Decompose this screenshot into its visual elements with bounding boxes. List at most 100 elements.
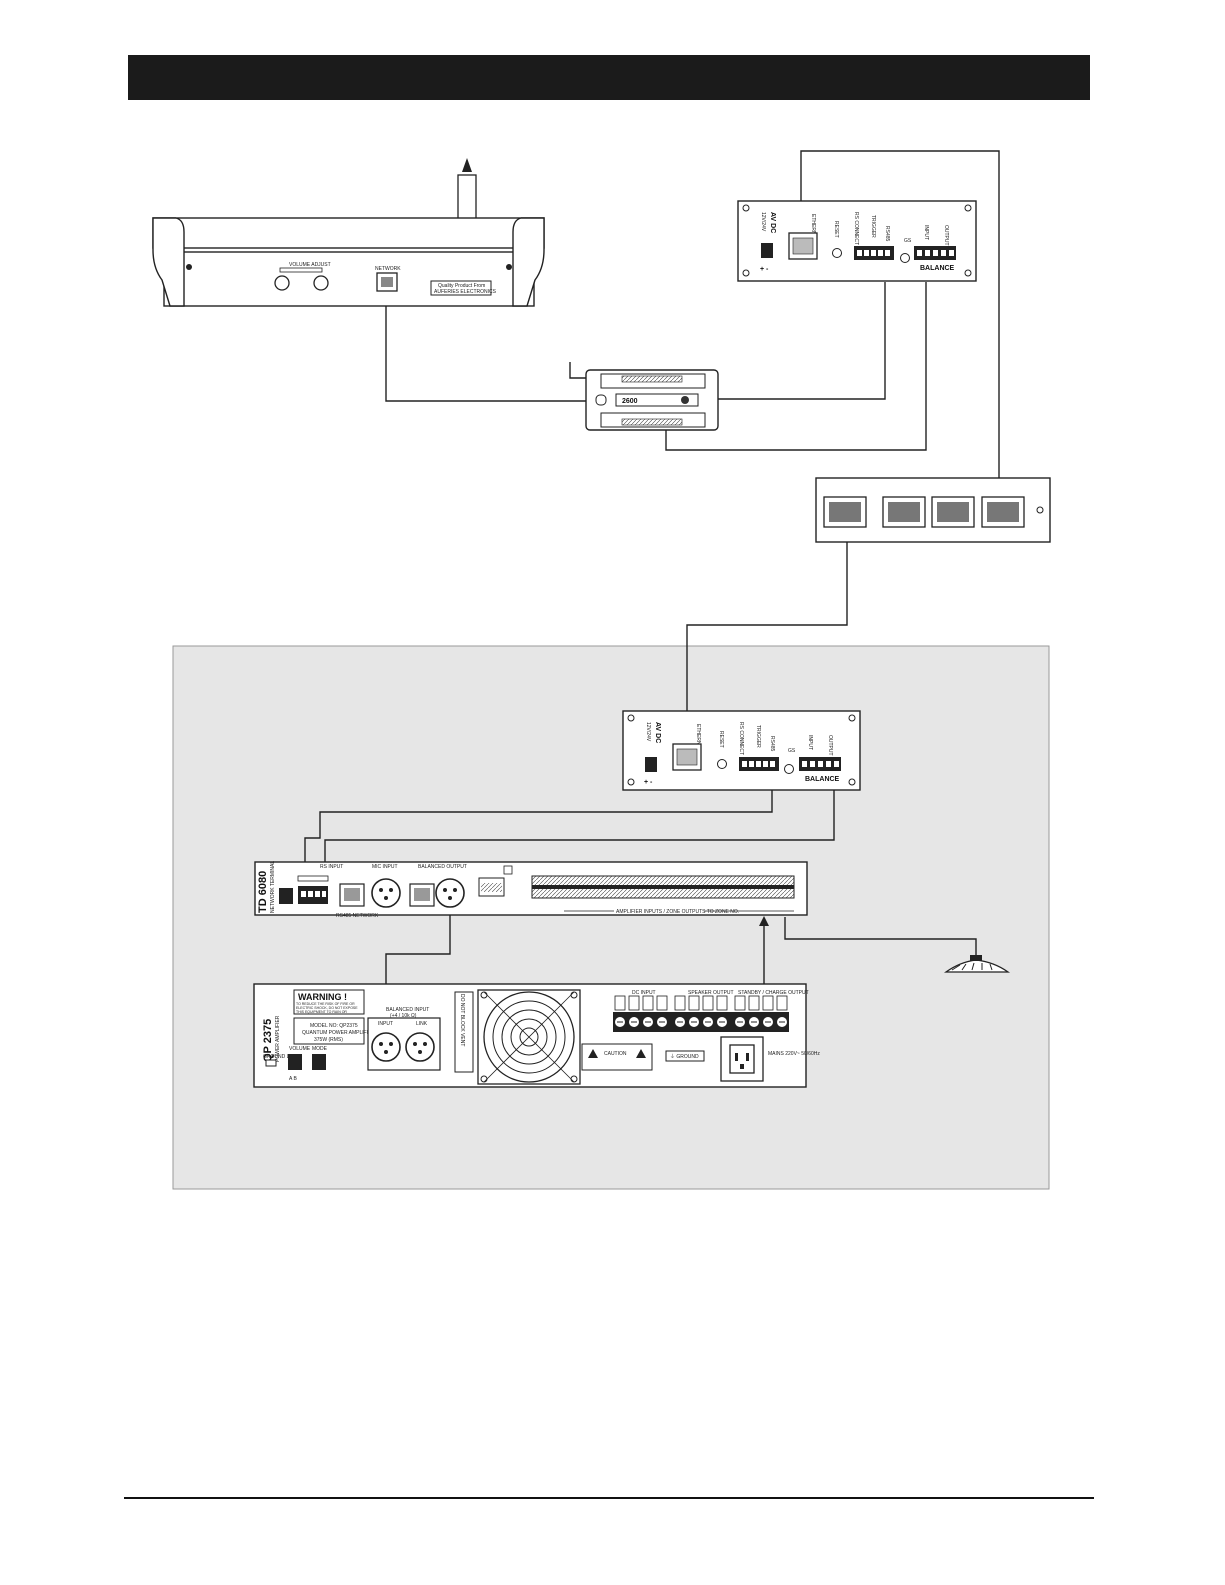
- interface-module: 2600: [585, 369, 719, 431]
- svg-text:RS CONNECT: RS CONNECT: [738, 722, 744, 755]
- svg-text:BALANCED INPUT: BALANCED INPUT: [386, 1007, 429, 1013]
- cable-interface-to-switch: [800, 150, 1000, 478]
- cable-switch-to-rack-interface: [686, 542, 848, 738]
- svg-text:CAUTION: CAUTION: [604, 1051, 627, 1057]
- amp-link-xlr: [405, 1032, 435, 1062]
- svg-text:VOLUME: VOLUME: [289, 1046, 311, 1052]
- network-interface-top: AV DC 12V/24V + - ETHERNET RESET RS CONN…: [737, 200, 977, 282]
- switch-port: [931, 496, 975, 528]
- svg-text:GROUND LIFT: GROUND LIFT: [263, 1054, 297, 1060]
- rack-zone: [172, 645, 1050, 1190]
- svg-text:MODEL NO: QP2375: MODEL NO: QP2375: [310, 1023, 358, 1029]
- warning-label: [293, 989, 365, 1015]
- console-volume-label: VOLUME ADJUST: [289, 262, 331, 268]
- svg-text:⏚ GROUND: ⏚ GROUND: [670, 1053, 699, 1060]
- cable-trigger-to-module: [718, 282, 886, 400]
- svg-text:+ -: + -: [644, 779, 653, 786]
- svg-text:RS CONNECT: RS CONNECT: [853, 212, 859, 245]
- reset-button: [717, 759, 727, 769]
- svg-text:INPUT: INPUT: [378, 1021, 393, 1027]
- svg-text:Quality Product From: Quality Product From: [438, 283, 485, 289]
- svg-text:MODE: MODE: [312, 1046, 328, 1052]
- amp-input-xlr: [371, 1032, 401, 1062]
- svg-text:+ -: + -: [760, 266, 769, 273]
- svg-text:BALANCE: BALANCE: [920, 265, 955, 272]
- ethernet-switch: [815, 477, 1051, 543]
- svg-text:INPUT: INPUT: [807, 735, 813, 750]
- network-interface-rack: AV DC 12V/24V + - ETHERNET RESET RS CONN…: [622, 710, 861, 791]
- svg-text:OUTPUT: OUTPUT: [943, 225, 949, 246]
- switch-port: [882, 496, 926, 528]
- cable-rack-trigger-to-mixer: [304, 780, 773, 876]
- console-network-label: NETWORK: [375, 266, 401, 272]
- svg-text:375W (RMS): 375W (RMS): [314, 1037, 343, 1043]
- svg-text:AMPLIFIER INPUTS / ZONE OUTPUT: AMPLIFIER INPUTS / ZONE OUTPUTS TO ZONE …: [616, 909, 739, 915]
- svg-text:12V/24V: 12V/24V: [645, 722, 651, 742]
- svg-text:TRIGGER: TRIGGER: [870, 215, 876, 238]
- svg-text:SPEAKER OUTPUT: SPEAKER OUTPUT: [688, 990, 734, 996]
- svg-text:BALANCE: BALANCE: [805, 776, 840, 783]
- svg-text:AUFERIES ELECTRONICS: AUFERIES ELECTRONICS: [434, 289, 497, 295]
- svg-text:RESET: RESET: [833, 221, 839, 238]
- terminal-model: TD 6080: [257, 871, 269, 913]
- svg-text:POWER AMPLIFIER: POWER AMPLIFIER: [275, 1015, 281, 1062]
- cables: [304, 150, 1000, 1018]
- switch-port: [981, 496, 1025, 528]
- cable-mixer-to-speaker: [784, 917, 977, 955]
- section-header-bar: [128, 55, 1090, 100]
- svg-text:NETWORK TERMINAL: NETWORK TERMINAL: [270, 861, 276, 913]
- power-terminal: [761, 243, 773, 258]
- svg-text:AV DC: AV DC: [769, 212, 776, 233]
- svg-text:A B: A B: [289, 1076, 297, 1082]
- svg-text:AV DC: AV DC: [654, 722, 661, 743]
- svg-text:TRIGGER: TRIGGER: [755, 725, 761, 748]
- svg-text:RS485: RS485: [769, 736, 775, 752]
- power-amplifier: QP 2375 POWER AMPLIFIER WARNING ! TO RED…: [253, 983, 820, 1088]
- svg-text:(+4 / 10k Ω): (+4 / 10k Ω): [390, 1013, 417, 1019]
- svg-text:ETHERNET: ETHERNET: [810, 214, 816, 241]
- console-volume-knob-2: [313, 275, 329, 291]
- network-terminal-unit: TD 6080 NETWORK TERMINAL RS INPUT RS485 …: [254, 861, 808, 919]
- svg-text:QUANTUM POWER AMPLIFIER: QUANTUM POWER AMPLIFIER: [302, 1030, 375, 1036]
- svg-text:12V/24V: 12V/24V: [760, 212, 766, 232]
- speaker-terminal-labels: [614, 995, 788, 1011]
- cable-console-to-module: [385, 303, 590, 402]
- svg-text:GS: GS: [904, 238, 912, 244]
- svg-text:RS485 NETWORK: RS485 NETWORK: [336, 913, 379, 919]
- amp-terminal-strip: [613, 1012, 789, 1032]
- svg-text:RESET: RESET: [718, 731, 724, 748]
- svg-text:WARNING !: WARNING !: [298, 992, 347, 1002]
- svg-text:BALANCED OUTPUT: BALANCED OUTPUT: [418, 864, 467, 870]
- mic-input-xlr: [371, 878, 401, 908]
- ceiling-speaker: [943, 955, 1011, 973]
- balanced-output-xlr: [435, 878, 465, 908]
- power-terminal: [645, 757, 657, 772]
- model-label: [293, 1017, 365, 1045]
- console-badge: [430, 280, 492, 296]
- cable-rack-balance-to-mixer: [324, 781, 835, 876]
- svg-text:MAINS 220V~ 50/60Hz: MAINS 220V~ 50/60Hz: [768, 1051, 820, 1057]
- amplifier-model: QP 2375: [262, 1019, 274, 1062]
- svg-text:MIC INPUT: MIC INPUT: [372, 864, 398, 870]
- module-model-label: 2600: [622, 398, 638, 405]
- svg-text:INPUT: INPUT: [923, 225, 929, 240]
- svg-text:STANDBY / CHARGE OUTPUT: STANDBY / CHARGE OUTPUT: [738, 990, 809, 996]
- arrow-head: [759, 916, 769, 926]
- cooling-fan: [477, 989, 581, 1085]
- footer-rule: [124, 1497, 1094, 1499]
- svg-text:DO NOT BLOCK VENT: DO NOT BLOCK VENT: [459, 994, 465, 1046]
- svg-text:LINK: LINK: [416, 1021, 428, 1027]
- cable-balance-to-module: [665, 282, 927, 451]
- svg-text:OUTPUT: OUTPUT: [827, 735, 833, 756]
- svg-text:DC INPUT: DC INPUT: [632, 990, 656, 996]
- svg-text:RS485: RS485: [884, 226, 890, 242]
- paging-console: VOLUME ADJUST NETWORK Quality Product Fr…: [152, 158, 545, 307]
- svg-text:ETHERNET: ETHERNET: [695, 724, 701, 751]
- console-volume-knob-1: [274, 275, 290, 291]
- reset-button: [832, 248, 842, 258]
- switch-port: [823, 496, 867, 528]
- svg-text:GS: GS: [788, 748, 796, 754]
- cable-module-lead: [569, 362, 590, 379]
- svg-text:RS INPUT: RS INPUT: [320, 864, 343, 870]
